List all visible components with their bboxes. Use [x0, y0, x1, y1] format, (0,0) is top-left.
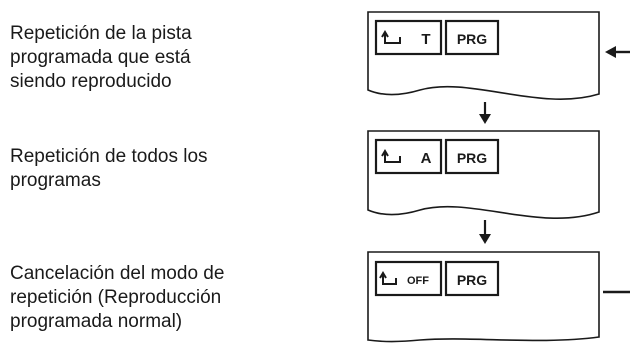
loop-back-connector [603, 46, 630, 294]
program-label: PRG [457, 150, 487, 166]
repeat-icon [381, 30, 401, 44]
step-2-description: Repetición de todos los programas [10, 146, 208, 191]
repeat-indicator-box [374, 19, 443, 56]
display-panel-2: A PRG [367, 130, 600, 219]
program-label: PRG [457, 272, 487, 288]
display-outline [367, 11, 600, 100]
program-indicator-box [444, 260, 500, 297]
arrow-down-icon [479, 220, 491, 244]
display-outline [367, 130, 600, 219]
repeat-indicator-box [374, 260, 443, 297]
repeat-indicator-box [374, 138, 443, 175]
step-1-description: Repetición de la pista programada que es… [10, 23, 192, 92]
repeat-mode-label: T [421, 31, 430, 48]
program-label: PRG [457, 31, 487, 47]
repeat-icon [379, 271, 397, 285]
repeat-mode-label: A [421, 150, 432, 167]
display-outline [367, 251, 600, 343]
program-indicator-box [444, 138, 500, 175]
repeat-mode-label: OFF [407, 275, 429, 287]
arrow-left-icon [605, 46, 630, 58]
display-panel-3: OFF PRG [367, 251, 600, 343]
repeat-icon [381, 149, 401, 163]
display-panel-1: T PRG [367, 11, 600, 100]
step-3-description: Cancelación del modo de repetición (Repr… [10, 263, 225, 332]
program-indicator-box [444, 19, 500, 56]
arrow-down-icon [479, 102, 491, 124]
